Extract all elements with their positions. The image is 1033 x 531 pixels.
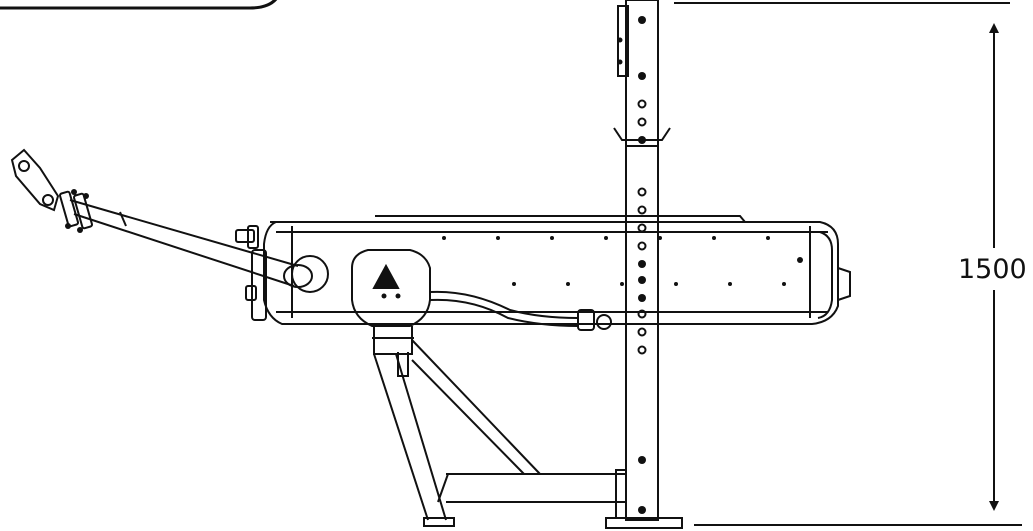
column-bolts — [617, 16, 646, 514]
cable — [429, 290, 612, 331]
lever-arm — [10, 148, 329, 293]
body-rivets — [442, 236, 803, 286]
lever-clamp-bolts — [65, 189, 89, 233]
warning-triangle-icon — [372, 263, 400, 289]
left-adjuster-knob — [235, 225, 267, 321]
dimension-annotation: 1500 — [674, 2, 1027, 526]
title-frame-corner — [0, 0, 277, 10]
dimension-label: 1500 — [958, 254, 1027, 285]
upright-column — [605, 0, 683, 529]
column-holes — [637, 99, 647, 355]
base-frame — [373, 339, 626, 527]
